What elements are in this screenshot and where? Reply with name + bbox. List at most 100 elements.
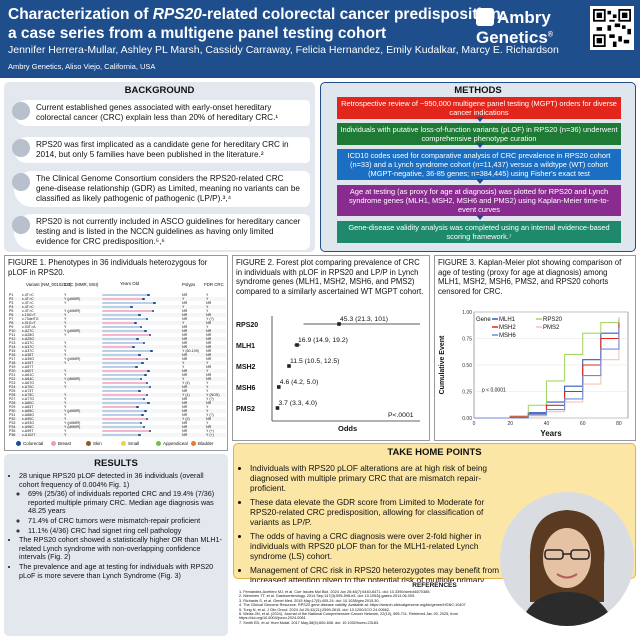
table-cell-crc: Y xyxy=(64,429,67,433)
background-item: RPS20 was first implicated as a candidat… xyxy=(12,137,310,163)
table-cell-crc: Y (pMMR) xyxy=(64,309,81,313)
data-label: 4.6 (4.2, 5.0) xyxy=(280,379,319,386)
legend-label: Appendiceal xyxy=(163,441,188,446)
age-bar xyxy=(102,361,144,365)
table-cell-polyps: NR xyxy=(182,345,188,349)
reference-item: 1. Fernández-Aceñero MJ, et al. Curr Iss… xyxy=(239,590,431,594)
cancer-marker xyxy=(139,421,143,425)
cancer-marker xyxy=(145,357,149,361)
table-cell-fdr: NR xyxy=(206,377,212,381)
table-cell-fdr: Y (?) xyxy=(206,317,214,321)
table-cell-polyps: NR xyxy=(182,405,188,409)
age-bar xyxy=(102,397,145,401)
table-cell-crc: Y (pMMR) xyxy=(64,297,81,301)
take-home-point: Individuals with RPS20 pLOF alterations … xyxy=(250,463,508,493)
forest-row-label: MLH1 xyxy=(236,343,255,350)
cancer-marker xyxy=(145,417,149,421)
results-item: The RPS20 cohort showed a statistically … xyxy=(19,535,222,562)
methods-step-1: Retrospective review of ~950,000 multige… xyxy=(337,97,621,119)
table-cell-crc: Y xyxy=(64,361,67,365)
table-cell-id: P11 xyxy=(9,333,16,337)
table-cell-variant: c.A80C xyxy=(22,401,34,405)
table-cell-id: P30 xyxy=(9,409,16,413)
references-title: REFERENCES xyxy=(412,582,457,589)
cancer-marker xyxy=(138,313,141,317)
table-cell-polyps: NR xyxy=(182,357,188,361)
x-tick-label: 60 xyxy=(580,421,586,427)
cancer-marker xyxy=(145,393,149,397)
table-cell-polyps: NR xyxy=(182,313,188,317)
table-cell-fdr: Y (NOS) xyxy=(206,393,220,397)
table-cell-crc: Y xyxy=(64,345,67,349)
legend-item: Skin xyxy=(86,441,102,446)
table-cell-variant: c.A75C xyxy=(22,393,34,397)
table-cell-variant: c.A38T xyxy=(22,353,34,357)
age-bar xyxy=(102,417,148,421)
table-cell-crc: Y xyxy=(64,369,67,373)
table-cell-variant: c.91G>T xyxy=(22,321,36,325)
table-cell-crc: Y xyxy=(64,353,67,357)
table-cell-fdr: NR xyxy=(206,301,212,305)
reference-item: 6. Weiss JM, et al. (2024). Journal of t… xyxy=(239,612,458,621)
table-cell-variant: c.15G>T xyxy=(22,313,36,317)
table-cell-fdr: NR xyxy=(206,425,212,429)
table-cell-variant: c.A28G xyxy=(22,333,34,337)
figure-2-caption: FIGURE 2. Forest plot comparing prevalen… xyxy=(236,258,424,296)
table-cell-id: P7 xyxy=(9,317,14,321)
age-bar xyxy=(102,345,134,349)
ambry-logo: Ambry Genetics® xyxy=(476,8,553,47)
table-cell-id: P10 xyxy=(9,329,16,333)
table-cell-variant: c.4T>C xyxy=(22,293,34,297)
age-bar xyxy=(102,385,151,389)
table-cell-polyps: Y xyxy=(182,361,185,365)
table-cell-fdr: Y xyxy=(206,309,209,313)
cancer-marker xyxy=(148,333,152,337)
methods-step-4: Age at testing (as proxy for age at diag… xyxy=(337,185,621,216)
background-item: Current established genes associated wit… xyxy=(12,100,310,126)
age-bar xyxy=(102,337,139,341)
table-cell-crc: Y xyxy=(64,349,67,353)
forest-row-label: PMS2 xyxy=(236,406,255,413)
table-cell-crc: Y xyxy=(64,317,67,321)
table-cell-fdr: Y xyxy=(206,293,209,297)
background-item: The Clinical Genome Consortium considers… xyxy=(12,171,310,207)
table-cell-polyps: NR xyxy=(182,413,188,417)
forest-row-label: MSH6 xyxy=(236,385,256,392)
p-value-label: p < 0.0001 xyxy=(482,388,506,394)
age-bar xyxy=(102,313,140,317)
table-cell-crc: Y xyxy=(64,293,67,297)
table-cell-variant: c.A49T xyxy=(22,361,34,365)
table-cell-crc: Y xyxy=(64,413,67,417)
age-bar xyxy=(102,401,150,405)
x-tick-label: 0 xyxy=(473,421,476,427)
qr-code-icon[interactable] xyxy=(590,6,634,50)
background-section: BACKGROUND Current established genes ass… xyxy=(4,82,315,252)
age-bar xyxy=(102,341,145,345)
table-cell-polyps: NR xyxy=(182,333,188,337)
table-cell-polyps: Y xyxy=(182,365,185,369)
figure-1: FIGURE 1. Phenotypes in 36 individuals h… xyxy=(4,255,228,451)
age-bar xyxy=(102,389,140,393)
table-cell-id: P34 xyxy=(9,425,16,429)
age-bar xyxy=(102,353,140,357)
table-cell-polyps: NR xyxy=(182,389,188,393)
point-estimate xyxy=(277,385,281,389)
reference-item: 4. The Clinical Genome Resource. RPS20 g… xyxy=(239,603,466,608)
forest-row-label: RPS20 xyxy=(236,322,258,329)
age-bar xyxy=(102,317,148,321)
age-bar xyxy=(102,297,144,301)
figure-3-caption: FIGURE 3. Kaplan-Meier plot showing comp… xyxy=(438,258,622,296)
cancer-marker xyxy=(131,345,135,349)
table-cell-variant: c.73delTG xyxy=(22,317,39,321)
results-item: 71.4% of CRC tumors were mismatch-repair… xyxy=(28,516,222,526)
table-cell-fdr: NR xyxy=(206,337,212,341)
